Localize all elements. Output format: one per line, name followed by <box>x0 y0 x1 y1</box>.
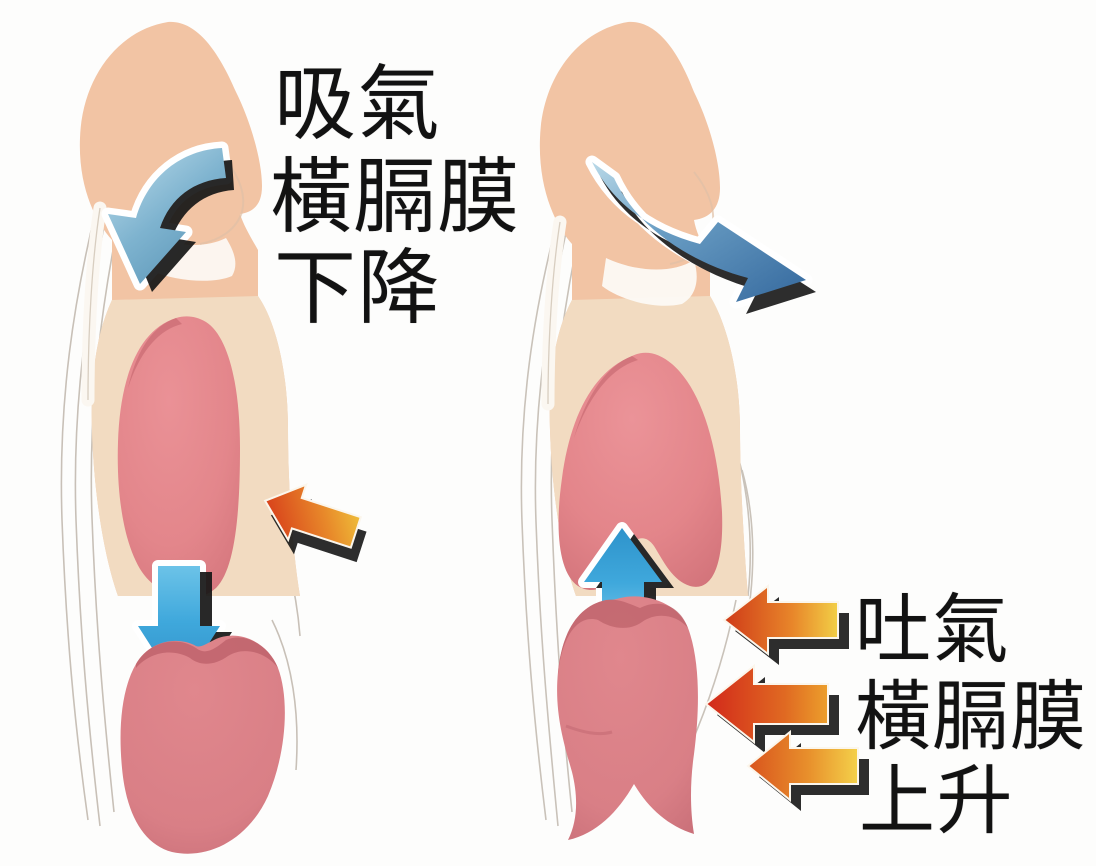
exhale-label-line2: 橫膈膜 <box>855 671 1088 761</box>
exhale-label-line1: 吐氣 <box>855 585 1011 674</box>
rib-contraction-arrow-top <box>722 583 849 665</box>
right-lung <box>558 352 723 591</box>
exhale-label-line3: 上升 <box>859 756 1015 846</box>
left-trachea-outline <box>87 207 101 401</box>
exhalation-figure-group <box>520 21 869 840</box>
rib-contraction-arrow-middle <box>704 663 839 753</box>
right-abdomen-crease <box>565 724 613 736</box>
right-trachea-outline <box>547 221 561 405</box>
left-lung-apex-shade <box>128 318 182 388</box>
left-abdomen <box>120 635 285 854</box>
inhale-label-line1: 吸氣 <box>274 57 442 152</box>
right-abdomen <box>557 596 698 840</box>
left-abdomen-top-shade <box>136 637 278 668</box>
rib-contraction-arrow-bottom <box>746 729 869 811</box>
right-jaw-outline <box>602 258 697 306</box>
inhalation-figure-group <box>60 21 367 854</box>
rib-expansion-arrow <box>263 482 367 563</box>
inhale-label-line3: 下降 <box>274 240 442 336</box>
right-abdomen-top-shade <box>558 599 688 674</box>
inhale-airflow-arrow <box>101 141 234 292</box>
inhale-label-line2: 橫膈膜 <box>270 149 521 245</box>
left-face-profile <box>199 159 245 245</box>
left-lung <box>117 316 240 598</box>
inhale-label: 吸氣 橫膈膜 下降 <box>270 57 521 336</box>
exhale-airflow-arrow <box>585 155 816 314</box>
exhale-label: 吐氣 橫膈膜 上升 <box>855 585 1088 846</box>
